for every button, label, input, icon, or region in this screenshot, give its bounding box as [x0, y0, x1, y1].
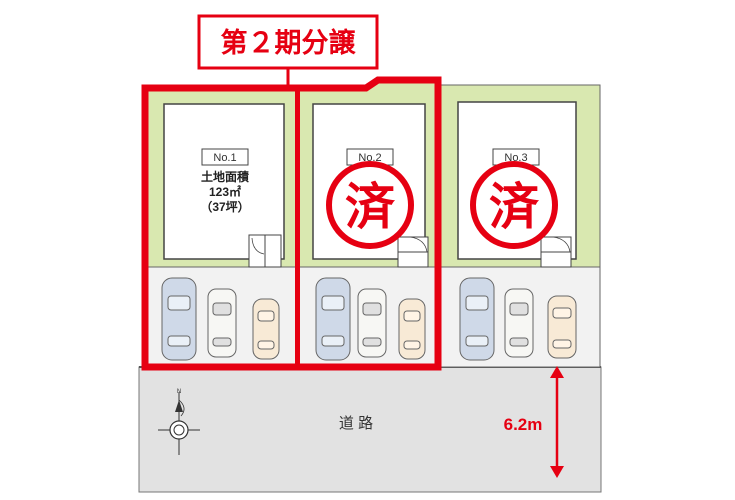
- road-width-label: 6.2m: [504, 415, 543, 434]
- road-width-arrow: [550, 366, 564, 478]
- car: [547, 295, 577, 359]
- compass-icon: [158, 392, 200, 455]
- cars: [161, 277, 577, 361]
- road-area: [138, 366, 602, 493]
- sold-mark-lot-3: 済: [489, 179, 540, 235]
- car: [357, 288, 387, 358]
- lot-1-area-value: 123㎡: [209, 184, 241, 199]
- car: [315, 277, 351, 361]
- car: [504, 288, 534, 358]
- title-box: [197, 14, 379, 70]
- car: [459, 277, 495, 361]
- sold-stamp-lot-3: [470, 161, 558, 249]
- sold-mark-lot-2: 済: [345, 179, 396, 235]
- road-label: 道 路: [339, 415, 373, 432]
- car: [161, 277, 197, 361]
- lot-1-number: No.1: [213, 152, 236, 164]
- lot-1-area-label: 土地面積: [201, 169, 250, 184]
- compass-north-label: N: [177, 389, 181, 395]
- lot-1-area-tsubo: （37坪）: [200, 199, 249, 214]
- car: [252, 298, 280, 360]
- sold-stamp-lot-2: [326, 161, 414, 249]
- car: [398, 298, 426, 360]
- lot-2-number: No.2: [358, 152, 381, 164]
- page-title: 第２期分譲: [221, 27, 357, 58]
- phase2-boundary: [141, 76, 442, 371]
- lot-3-number: No.3: [504, 152, 527, 164]
- car: [207, 288, 237, 358]
- lot-1-number-box: [201, 148, 249, 166]
